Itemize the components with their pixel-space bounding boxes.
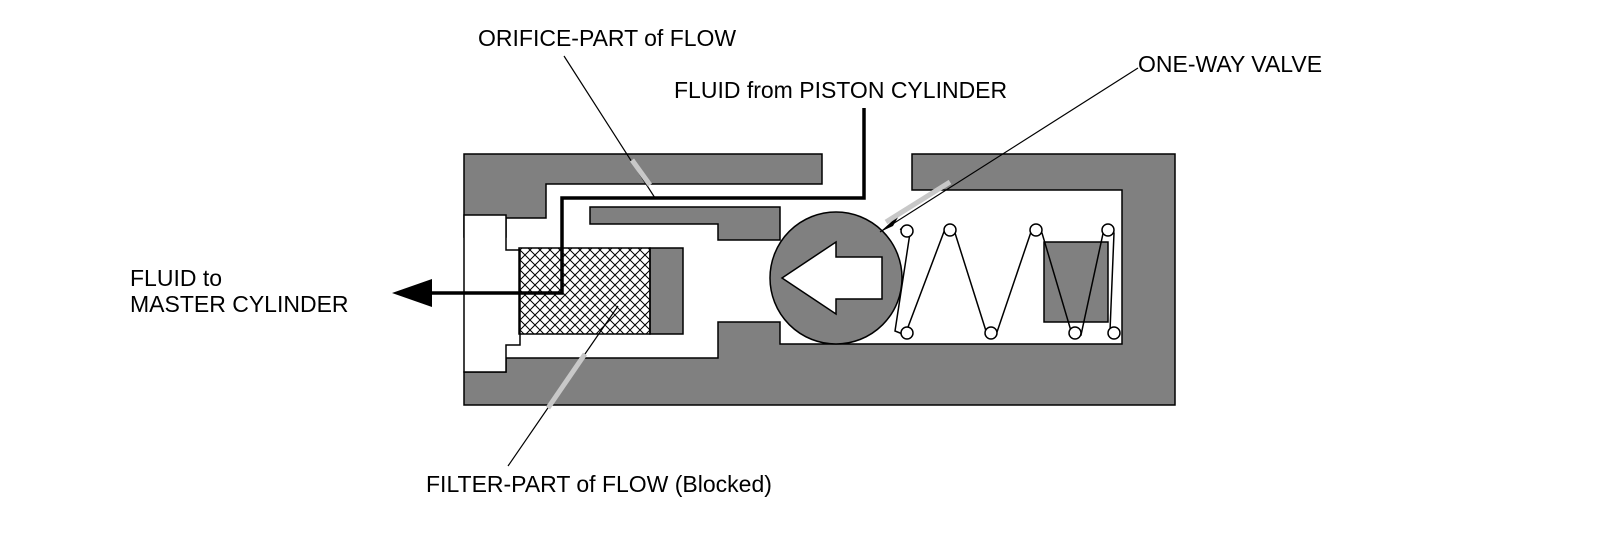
label-fluid-to-line2: MASTER CYLINDER [130, 291, 349, 317]
flow-path-line [428, 108, 866, 295]
valve-spring [894, 223, 1121, 340]
filter-element [518, 247, 651, 335]
label-one-way-valve: ONE-WAY VALVE [1138, 51, 1322, 77]
label-orifice: ORIFICE-PART of FLOW [478, 25, 736, 51]
label-fluid-from-piston: FLUID from PISTON CYLINDER [674, 77, 1007, 103]
one-way-valve-ball [769, 211, 903, 345]
leader-lines [507, 55, 1139, 467]
ball-arrow-icon [780, 240, 883, 316]
outlet-arrow-icon [392, 279, 432, 307]
label-fluid-to-line1: FLUID to [130, 265, 222, 291]
valve-housing [463, 153, 1176, 406]
label-filter: FILTER-PART of FLOW (Blocked) [426, 471, 772, 497]
